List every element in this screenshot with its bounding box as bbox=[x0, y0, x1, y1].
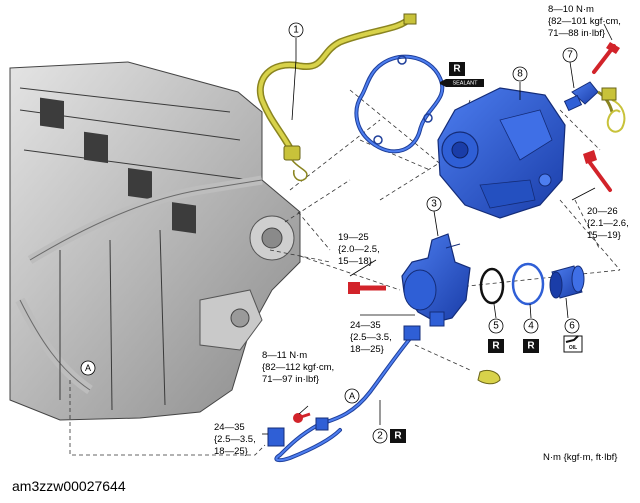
torque-2b-line-1: 24—35 bbox=[214, 422, 245, 433]
part-1-hose bbox=[256, 13, 417, 182]
torque-3l-line-3: 15—18} bbox=[338, 256, 372, 267]
torque-2t-line-2: {82—112 kgf·cm, bbox=[262, 362, 334, 373]
oil-marker: OIL bbox=[563, 335, 583, 353]
torque-spec-7: 8—10 N·m {82—101 kgf·cm, 71—88 in·lbf} bbox=[548, 4, 621, 39]
alignment-lines bbox=[69, 89, 621, 456]
leader-lines bbox=[262, 23, 613, 435]
torque-spec-2-top: 8—11 N·m {82—112 kgf·cm, 71—97 in·lbf} bbox=[262, 350, 334, 385]
engine-assembly bbox=[9, 61, 301, 421]
torque-spec-3-bottom: 24—35 {2.5—3.5, 18—25} bbox=[350, 320, 392, 355]
torque-spec-3-left: 19—25 {2.0—2.5, 15—18} bbox=[338, 232, 380, 267]
part-2-replace-text: R bbox=[394, 431, 402, 442]
reference-a-engine: A bbox=[80, 360, 96, 376]
image-id-label: am3zzw00027644 bbox=[12, 478, 126, 494]
part-8-vacuum-pump bbox=[437, 87, 566, 219]
part-4-replace-text: R bbox=[527, 341, 535, 352]
callout-8: 8 bbox=[512, 66, 528, 82]
torque-spec-8: 20—26 {2.1—2.6, 15—19} bbox=[587, 206, 629, 241]
oil-text: OIL bbox=[569, 345, 577, 351]
part-5-o-ring bbox=[479, 267, 505, 305]
part-5-replace-text: R bbox=[492, 341, 500, 352]
torque-3b-line-3: 18—25} bbox=[350, 344, 384, 355]
torque-spec-2-bottom: 24—35 {2.5—3.5, 18—25} bbox=[214, 422, 256, 457]
bolt-7 bbox=[592, 42, 620, 74]
sealant-text: SEALANT bbox=[452, 81, 478, 87]
part-7-sensor bbox=[563, 81, 626, 133]
callout-6: 6 bbox=[564, 318, 580, 334]
torque-7-line-1: 8—10 N·m bbox=[548, 4, 594, 15]
callout-7-number: 7 bbox=[567, 50, 573, 61]
callout-7: 7 bbox=[562, 47, 578, 63]
torque-3b-line-2: {2.5—3.5, bbox=[350, 332, 392, 343]
bolt-2 bbox=[293, 412, 311, 423]
part-4-seal-ring bbox=[511, 262, 545, 306]
torque-2t-line-3: 71—97 in·lbf} bbox=[262, 374, 319, 385]
torque-8-line-1: 20—26 bbox=[587, 206, 618, 217]
callout-2-number: 2 bbox=[377, 431, 383, 442]
part-5-replace-marker: R bbox=[488, 339, 504, 353]
vacuum-pump-gasket bbox=[354, 54, 445, 154]
reference-a-engine-letter: A bbox=[85, 363, 91, 373]
part-2-hose bbox=[267, 325, 421, 463]
callout-1-number: 1 bbox=[293, 25, 299, 36]
torque-8-line-2: {2.1—2.6, bbox=[587, 218, 629, 229]
callout-2: 2 bbox=[372, 428, 388, 444]
exploded-view-figure: R SEALANT bbox=[9, 4, 629, 463]
reference-a-hose-letter: A bbox=[349, 391, 355, 401]
callout-5: 5 bbox=[488, 318, 504, 334]
part-3-housing bbox=[401, 233, 471, 327]
torque-2b-line-2: {2.5—3.5, bbox=[214, 434, 256, 445]
callout-8-number: 8 bbox=[517, 69, 523, 80]
torque-2b-line-3: 18—25} bbox=[214, 446, 248, 457]
callout-5-number: 5 bbox=[493, 321, 499, 332]
torque-3b-line-1: 24—35 bbox=[350, 320, 381, 331]
sealant-marker: SEALANT bbox=[440, 79, 484, 87]
callout-3: 3 bbox=[426, 196, 442, 212]
small-connector bbox=[477, 369, 501, 385]
part-4-replace-marker: R bbox=[523, 339, 539, 353]
part-6-thermostat bbox=[549, 265, 585, 299]
torque-2t-line-1: 8—11 N·m bbox=[262, 350, 307, 361]
callout-4-number: 4 bbox=[528, 321, 534, 332]
gasket-replace-marker: R bbox=[449, 62, 465, 76]
reference-a-hose: A bbox=[344, 388, 360, 404]
gasket-replace-text: R bbox=[453, 64, 461, 75]
callout-1: 1 bbox=[288, 22, 304, 38]
torque-7-line-3: 71—88 in·lbf} bbox=[548, 28, 605, 39]
units-legend: N·m {kgf·m, ft·lbf} bbox=[543, 452, 617, 463]
callout-6-number: 6 bbox=[569, 321, 575, 332]
callout-4: 4 bbox=[523, 318, 539, 334]
callout-3-number: 3 bbox=[431, 199, 437, 210]
bolt-8 bbox=[583, 150, 612, 192]
torque-8-line-3: 15—19} bbox=[587, 230, 621, 241]
bolt-3 bbox=[348, 282, 386, 294]
part-2-replace-marker: R bbox=[390, 429, 406, 443]
torque-7-line-2: {82—101 kgf·cm, bbox=[548, 16, 621, 27]
torque-3l-line-1: 19—25 bbox=[338, 232, 369, 243]
torque-3l-line-2: {2.0—2.5, bbox=[338, 244, 380, 255]
